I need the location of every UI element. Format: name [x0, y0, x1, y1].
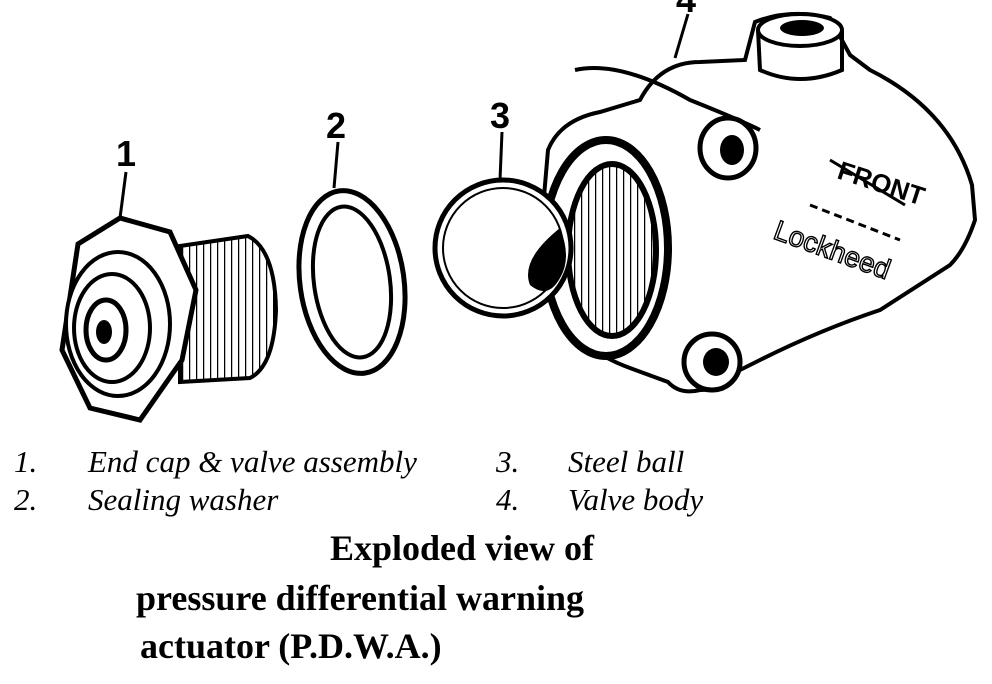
callout-3: 3	[490, 95, 510, 136]
callout-4: 4	[676, 0, 696, 20]
leader-lines	[118, 13, 690, 219]
legend-num-2: 2.	[14, 482, 38, 517]
callout-2: 2	[326, 105, 346, 146]
caption-line-2: pressure differential warning	[136, 578, 584, 618]
legend-num-1: 1.	[14, 444, 38, 479]
legend-text-2: Sealing washer	[88, 482, 279, 517]
legend-text-1: End cap & valve assembly	[88, 444, 417, 479]
caption-line-1: Exploded view of	[330, 528, 595, 568]
sealing-washer-part	[296, 188, 408, 376]
valve-body-part	[539, 11, 978, 394]
end-cap-part	[59, 215, 279, 423]
callout-1: 1	[116, 133, 136, 174]
legend-num-4: 4.	[496, 482, 520, 517]
legend-text-4: Valve body	[568, 482, 704, 517]
caption-line-3: actuator (P.D.W.A.)	[140, 626, 442, 666]
legend-num-3: 3.	[496, 444, 520, 479]
legend-text-3: Steel ball	[568, 444, 685, 479]
steel-ball-part	[432, 177, 574, 319]
